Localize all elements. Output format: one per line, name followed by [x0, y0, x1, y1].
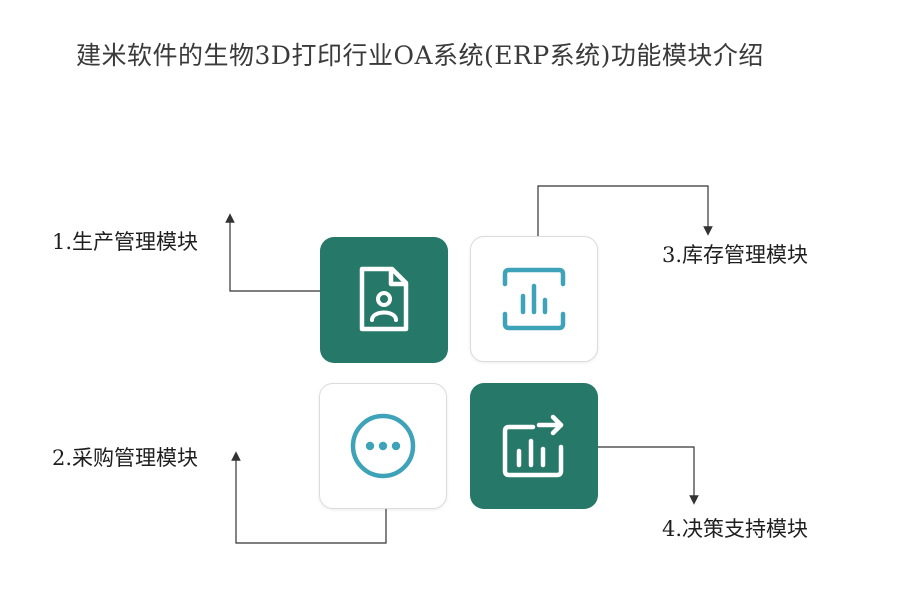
module-4-label: 4.决策支持模块: [662, 517, 809, 541]
module-4-tile: [470, 383, 598, 509]
bar-chart-scan-icon: [502, 267, 566, 331]
more-dots-icon: [350, 413, 416, 479]
module-2-label: 2.采购管理模块: [52, 446, 199, 470]
connector-module-2: [231, 451, 387, 544]
module-2-tile: [319, 383, 447, 509]
connector-module-3: [537, 185, 713, 236]
connector-module-1: [225, 213, 320, 292]
document-user-icon: [359, 266, 409, 332]
module-1-label: 1.生产管理模块: [52, 230, 199, 254]
chart-export-icon: [502, 414, 564, 478]
page-title: 建米软件的生物3D打印行业OA系统(ERP系统)功能模块介绍: [76, 41, 764, 70]
module-1-tile: [320, 237, 448, 363]
connector-module-4: [598, 446, 699, 505]
module-3-tile: [470, 236, 598, 362]
module-3-label: 3.库存管理模块: [662, 243, 809, 267]
